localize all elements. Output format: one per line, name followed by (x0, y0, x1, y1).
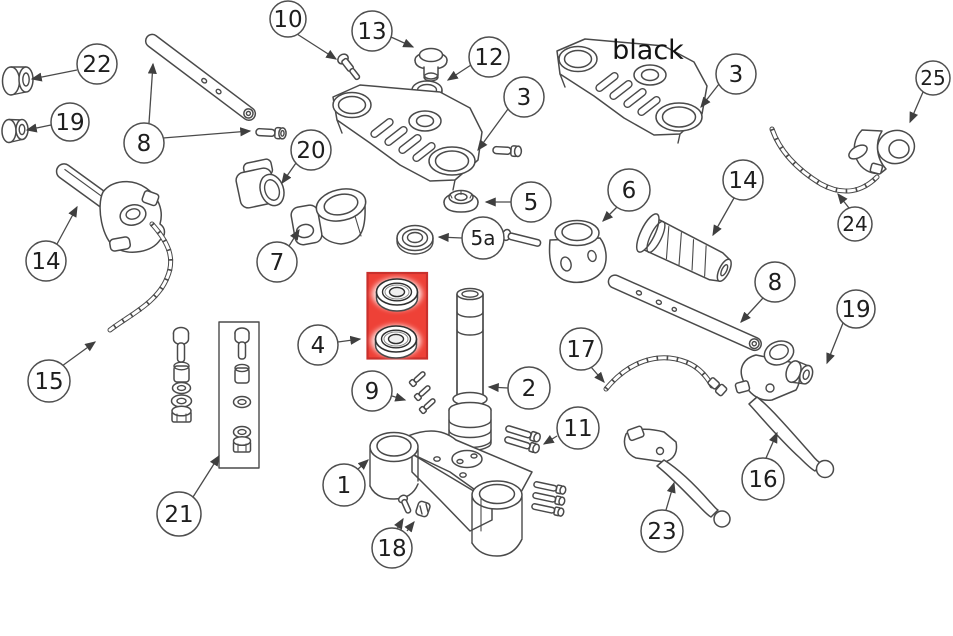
part-lever-assembly-14-left (55, 163, 174, 333)
svg-text:18: 18 (377, 536, 406, 562)
part-handlebar-tube-right (607, 274, 762, 352)
part-cable-24 (769, 126, 880, 194)
svg-text:7: 7 (270, 250, 285, 276)
part-handlebar-tube-top (144, 33, 257, 121)
part-clamp-block-20 (235, 158, 285, 209)
part-cap-19-right (785, 360, 814, 385)
svg-text:24: 24 (842, 212, 867, 236)
svg-text:16: 16 (748, 467, 777, 493)
svg-text:19: 19 (841, 297, 870, 323)
callout-3-left: 3 (477, 76, 545, 152)
callout-12: 12 (446, 36, 510, 81)
callout-16: 16 (741, 431, 785, 501)
svg-text:3: 3 (729, 62, 744, 88)
part-steering-stem-2 (448, 287, 492, 452)
callout-25: 25 (909, 60, 951, 124)
svg-text:17: 17 (566, 337, 595, 363)
part-lever-23 (623, 425, 731, 528)
svg-text:21: 21 (164, 502, 193, 528)
part-bolt-clip-18 (397, 494, 431, 518)
part-clamp-ring-7 (290, 188, 367, 246)
callout-3-right: 3 (700, 53, 757, 109)
callout-14-right: 14 (712, 159, 764, 237)
callout-23: 23 (640, 481, 684, 553)
callout-14-left: 14 (25, 205, 78, 282)
callout-13: 13 (351, 10, 415, 52)
part-hardware-kit-21 (170, 321, 260, 469)
callout-22: 22 (30, 43, 118, 85)
part-perch-6 (501, 219, 607, 284)
svg-text:13: 13 (357, 19, 386, 45)
callout-20: 20 (281, 129, 332, 185)
callout-18: 18 (371, 517, 415, 569)
part-bearings-4-highlight (366, 271, 429, 360)
callout-21: 21 (156, 454, 220, 537)
svg-text:19: 19 (55, 110, 84, 136)
part-handlebar-bolt (255, 126, 287, 140)
svg-text:8: 8 (137, 131, 152, 157)
part-lower-clamp-1 (369, 430, 533, 557)
part-bolts-11 (504, 425, 541, 454)
svg-text:6: 6 (622, 178, 637, 204)
part-bolt-10 (337, 53, 361, 81)
svg-text:23: 23 (647, 519, 676, 545)
callout-1: 1 (322, 459, 369, 507)
svg-text:20: 20 (296, 138, 325, 164)
bearing-upper (372, 278, 422, 312)
callout-6: 6 (602, 168, 651, 222)
part-stem-nut-13 (414, 47, 448, 82)
part-grip-14-right (635, 213, 732, 282)
callout-9: 9 (351, 370, 407, 412)
part-top-clamp-silver (332, 84, 483, 191)
svg-text:22: 22 (82, 52, 111, 78)
callout-15: 15 (27, 341, 97, 403)
svg-text:1: 1 (337, 473, 352, 499)
fastener-stack-loose (170, 326, 193, 423)
part-bolt-set (531, 481, 567, 517)
part-pinch-bolt (492, 145, 523, 158)
svg-text:5: 5 (524, 190, 539, 216)
svg-text:9: 9 (365, 379, 380, 405)
callout-8-top: 8 (123, 62, 252, 164)
svg-text:14: 14 (31, 249, 60, 275)
svg-text:15: 15 (34, 369, 63, 395)
kit-box-outline (218, 321, 260, 469)
callout-19-right: 19 (826, 289, 876, 365)
part-top-clamp-black (556, 38, 708, 144)
callout-8-right: 8 (740, 261, 796, 323)
part-cable-17 (603, 355, 728, 397)
fastener-stack-boxed (232, 327, 252, 453)
callout-7: 7 (256, 228, 300, 283)
callout-5a: 5a (437, 216, 505, 260)
part-seal-ring-5a (396, 224, 434, 255)
callout-5: 5 (484, 181, 552, 223)
svg-text:2: 2 (522, 376, 537, 402)
svg-text:3: 3 (517, 85, 532, 111)
part-lever-16 (734, 340, 835, 479)
svg-text:8: 8 (768, 270, 783, 296)
callout-24: 24 (837, 192, 873, 242)
svg-text:5a: 5a (471, 226, 496, 250)
part-castle-nut-5 (443, 189, 479, 213)
callout-11: 11 (542, 406, 600, 450)
part-pins-9 (408, 371, 436, 415)
callout-17: 17 (559, 327, 605, 383)
callout-2: 2 (487, 366, 551, 410)
svg-text:12: 12 (474, 45, 503, 71)
part-switch-housing-25 (848, 129, 916, 175)
part-bar-end-plug-22 (1, 66, 34, 96)
svg-text:25: 25 (920, 66, 945, 90)
part-bar-end-plug-19 (1, 118, 29, 144)
finish-note-label: black (612, 35, 684, 66)
callout-4: 4 (297, 324, 362, 366)
callout-19-left: 19 (25, 102, 90, 142)
callout-10: 10 (269, 0, 338, 60)
svg-text:11: 11 (563, 416, 592, 442)
bearing-lower (371, 325, 421, 359)
svg-text:10: 10 (273, 7, 302, 33)
svg-text:14: 14 (728, 168, 757, 194)
svg-text:4: 4 (311, 333, 326, 359)
